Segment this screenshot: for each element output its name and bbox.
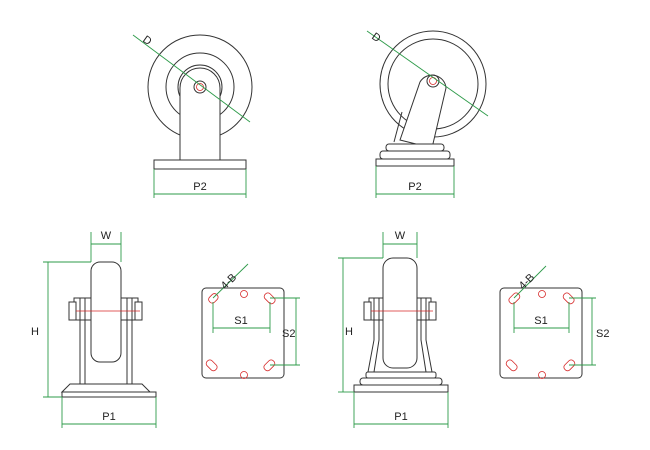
slot-hole [508, 292, 521, 305]
swivel-bearing-lower [379, 150, 451, 160]
wheel-front [90, 261, 122, 363]
fork-leg-right-inner [420, 298, 427, 373]
rigid-plate-top-view: 4-B S1 S2 [201, 263, 300, 379]
fork-leg-left-inner [373, 298, 380, 373]
plate-outline [201, 287, 285, 379]
slot-hole [563, 359, 576, 372]
top-plate [353, 384, 449, 393]
bolt-hole [240, 371, 248, 379]
hole-spacing-2-label: S2 [596, 328, 609, 340]
slot-hole [205, 359, 218, 372]
diameter-label: D [140, 34, 153, 48]
top-plate [153, 159, 247, 170]
slot-hole [562, 292, 575, 305]
swivel-caster-side-view: D P2 [366, 30, 489, 198]
top-plate [375, 158, 455, 167]
slot-hole [263, 359, 276, 372]
axle-nut [193, 80, 207, 94]
fork-leg-right [425, 298, 433, 373]
plate-outline [499, 287, 583, 379]
wheel-width-label: W [395, 230, 406, 242]
height-label: H [345, 326, 353, 338]
fork-leg-left [367, 298, 375, 373]
plate-bevel [60, 383, 152, 393]
bolt-hole [538, 290, 546, 298]
wheel-width-label: W [101, 230, 112, 242]
swivel-bearing-upper [365, 371, 437, 379]
swivel-bearing-lower [359, 377, 443, 386]
top-plate [61, 391, 157, 398]
bolt-head [68, 301, 77, 321]
rigid-caster-front-view: W H P1 [31, 230, 157, 428]
wheel-front [382, 257, 418, 369]
plate-width-label: P1 [102, 411, 115, 423]
hole-spacing-1-label: S1 [534, 315, 547, 327]
swivel-caster-front-view: W H P1 [338, 230, 449, 428]
diameter-dimension-line [366, 30, 489, 117]
fork-bracket [179, 67, 221, 161]
bolt-head [363, 301, 372, 321]
slot-hole [505, 359, 518, 372]
rigid-caster-side-view: D P2 [132, 34, 253, 198]
diameter-dimension-line [132, 34, 251, 123]
plate-length-label: P2 [193, 181, 206, 193]
hole-spacing-1-label: S1 [234, 315, 247, 327]
hole-spacing-2-label: S2 [282, 328, 295, 340]
swivel-plate-top-view: 4-B S1 S2 [499, 265, 609, 379]
bolt-hole [538, 371, 546, 379]
bolt-hole [240, 290, 248, 298]
slot-hole [263, 292, 276, 305]
plate-width-label: P1 [394, 411, 407, 423]
height-label: H [31, 326, 39, 338]
bolt-holes-leader [513, 265, 547, 299]
plate-length-label: P2 [408, 181, 421, 193]
axle-nut [426, 74, 440, 88]
fork-edge [393, 111, 403, 143]
diameter-label: D [369, 31, 382, 45]
bolt-holes-leader [212, 263, 249, 299]
swivel-bearing-upper [385, 143, 445, 152]
